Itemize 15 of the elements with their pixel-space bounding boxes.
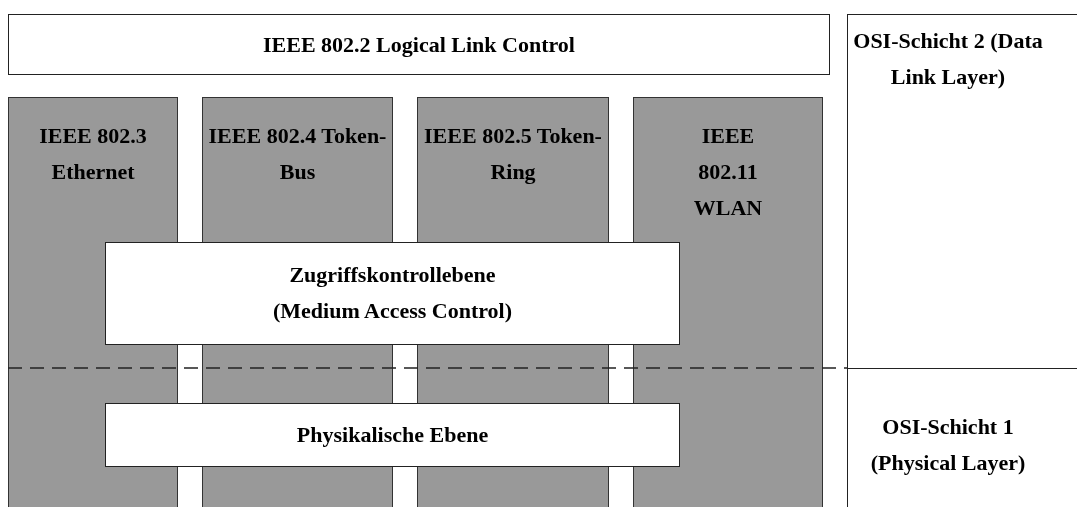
layer-label: Zugriffskontrollebene	[288, 261, 497, 289]
layer-label: Physikalische Ebene	[295, 421, 490, 449]
layer-label: (Medium Access Control)	[271, 297, 514, 325]
layer-label: IEEE 802.3 Ethernet	[38, 122, 148, 186]
layer-label: IEEE 802.11 WLAN	[692, 122, 764, 222]
layer-label: IEEE 802.5 Token-Ring	[423, 122, 603, 186]
layer-label: IEEE 802.2 Logical Link Control	[262, 31, 576, 59]
layer-box	[105, 242, 680, 345]
layer-label: IEEE 802.4 Token-Bus	[207, 122, 388, 186]
layer-box	[105, 403, 680, 467]
layer-label: OSI-Schicht 1 (Physical Layer)	[869, 413, 1027, 477]
osi-layer-cell	[847, 14, 1077, 368]
layer-label: OSI-Schicht 2 (Data Link Layer)	[852, 27, 1044, 91]
osi-layer-cell	[847, 368, 1077, 507]
layer-box	[8, 14, 830, 75]
